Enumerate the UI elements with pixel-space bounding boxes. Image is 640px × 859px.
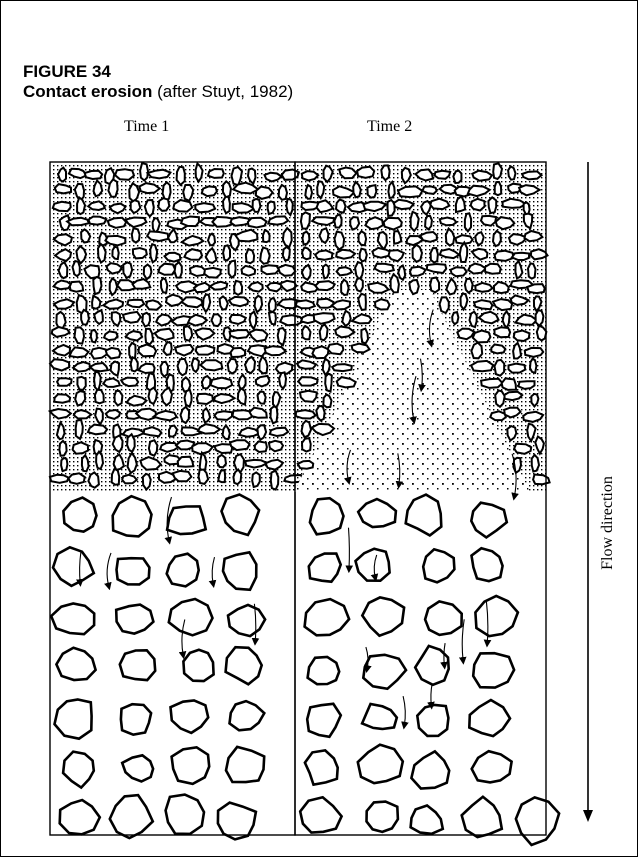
flow-direction-arrow xyxy=(583,162,593,822)
panel-time-2 xyxy=(294,162,559,845)
coarse-gravel-layer xyxy=(300,495,559,845)
coarse-gravel-layer xyxy=(51,495,265,840)
flow-direction-label: Flow direction xyxy=(599,476,617,570)
panel-time-1 xyxy=(50,162,305,839)
